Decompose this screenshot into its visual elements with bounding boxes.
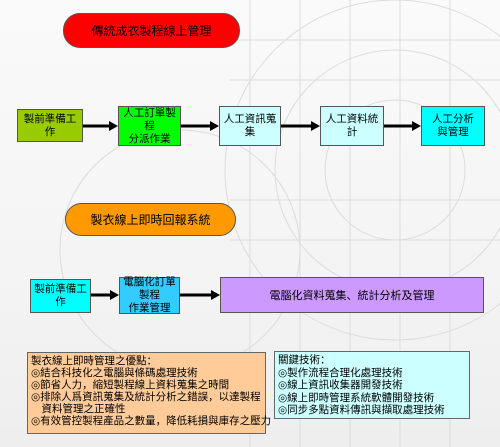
advantage-item: ◎節省人力，縮短製程線上資料蒐集之時間 — [31, 379, 230, 391]
advantage-item: ◎有效管控製程產品之數量，降低耗損與庫存之壓力 — [31, 415, 272, 427]
step1-manual-info-collection: 人工資訊蒐 集 — [219, 106, 281, 146]
arrow-1-head — [109, 121, 118, 131]
section1-title: 傳統成衣製程線上管理 — [63, 13, 240, 48]
step1-prep-work: 製前準備工作 — [17, 109, 83, 142]
step2-computerized-collection: 電腦化資料蒐集、統計分析及管理 — [220, 277, 484, 313]
advantage-item: ◎結合科技化之電腦與條碼處理技術 — [31, 367, 198, 379]
arrow-3-head — [311, 121, 320, 131]
step2-prep-work: 製前準備工 作 — [30, 279, 91, 313]
key-tech-item: ◎線上資訊收集器開發技術 — [278, 379, 403, 391]
arrow-2-head — [210, 121, 219, 131]
arrow-5-head — [110, 290, 119, 300]
key-tech-item: ◎同步多點資料傳訊與擷取處理技術 — [278, 404, 445, 416]
advantage-item: 資料管理之正確性 — [31, 403, 126, 415]
step1-manual-order-dispatch: 人工訂單製 程 分派作業 — [118, 106, 181, 146]
advantages-title: 製衣線上即時管理之優點： — [31, 355, 157, 367]
advantage-item: ◎排除人爲資訊蒐集及統計分析之錯誤，以達製程 — [31, 391, 261, 403]
arrow-6-head — [211, 290, 220, 300]
step2-computerized-order: 電腦化訂單 製程 作業管理 — [119, 276, 180, 314]
section2-title: 製衣線上即時回報系統 — [65, 203, 236, 236]
key-tech-box: 關鍵技術： ◎製作流程合理化處理技術 ◎線上資訊收集器開發技術 ◎線上即時管理系… — [274, 351, 470, 419]
key-tech-title: 關鍵技術： — [278, 354, 331, 366]
key-tech-item: ◎製作流程合理化處理技術 — [278, 366, 403, 379]
advantages-box: 製衣線上即時管理之優點： ◎結合科技化之電腦與條碼處理技術 ◎節省人力，縮短製程… — [27, 352, 272, 434]
key-tech-item: ◎線上即時管理系統軟體開發技術 — [278, 391, 435, 404]
arrow-4-head — [412, 121, 421, 131]
step1-manual-statistics: 人工資料統 計 — [320, 106, 384, 146]
step1-manual-analysis: 人工分析 與管理 — [421, 106, 485, 146]
